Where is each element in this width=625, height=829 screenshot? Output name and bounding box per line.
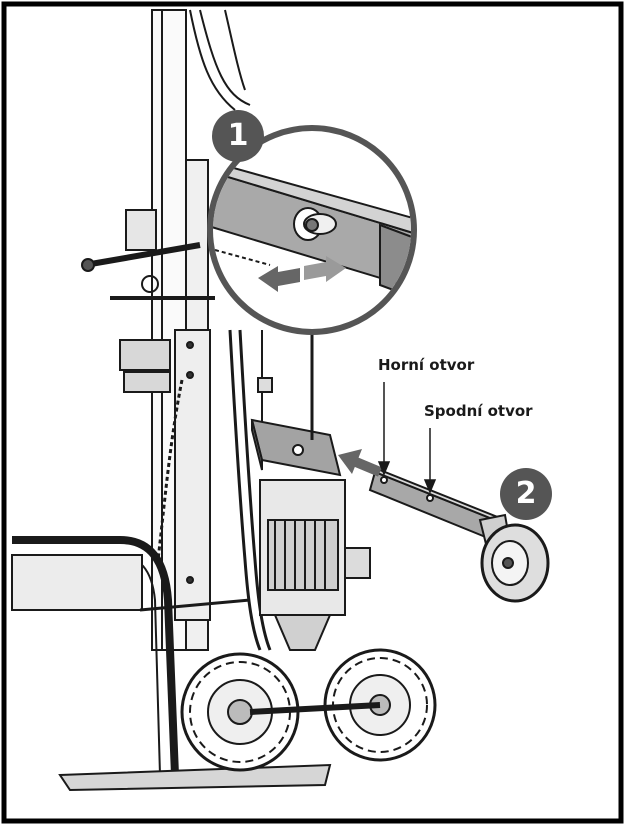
detail-magnifier [207,125,417,440]
step-1-badge: 1 [212,110,264,162]
lower-hole-label: Spodní otvor [424,402,533,420]
electric-motor [259,479,371,651]
step-2-badge: 2 [500,468,552,520]
wheel-axle [249,702,381,715]
mount-bracket [250,340,342,477]
tow-wheel [480,523,550,603]
upper-hole-pointer [377,382,391,476]
insert-arrow [338,449,382,477]
splitter-column [81,9,273,651]
lower-hole-pointer [423,428,437,494]
upper-hole-label: Horní otvor [378,356,475,374]
base-frame [11,536,332,792]
